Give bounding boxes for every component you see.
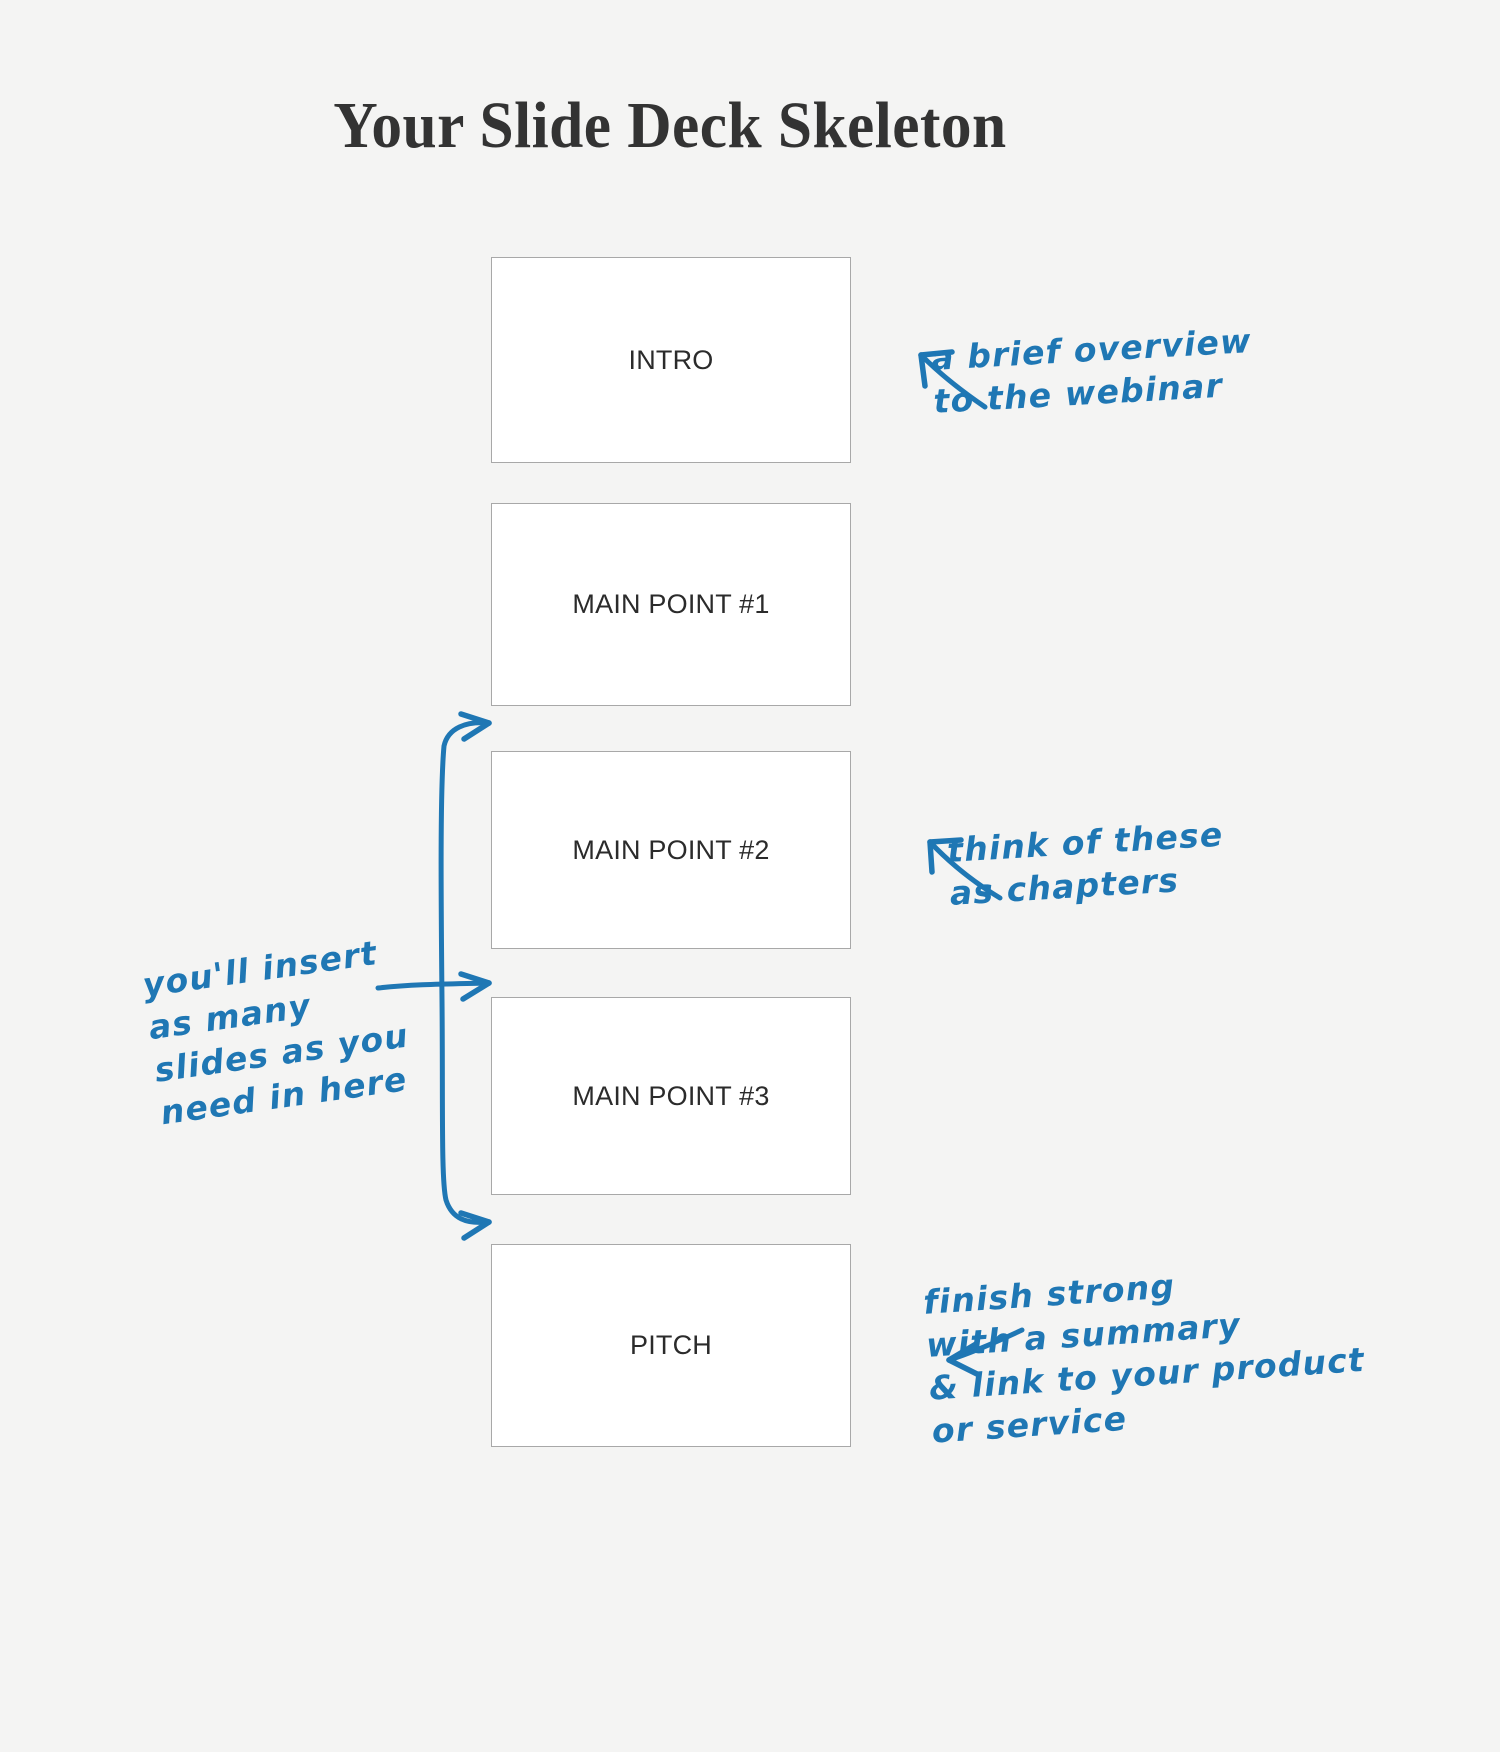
slide-label-main-point-3: MAIN POINT #3 (572, 1080, 770, 1111)
slide-box-pitch[interactable]: PITCH (491, 1244, 851, 1447)
annotation-pitch-text: finish strong with a summary & link to y… (922, 1266, 1367, 1451)
slide-box-intro[interactable]: INTRO (491, 257, 851, 463)
slide-box-main-point-2[interactable]: MAIN POINT #2 (491, 751, 851, 949)
arrow-to-pitch-icon (946, 1327, 1025, 1377)
annotation-intro-text: a brief overview to the webinar (930, 321, 1253, 421)
arrow-to-intro-icon (918, 349, 988, 410)
annotation-insert-slides-text: you'll insert as many slides as you need… (140, 933, 412, 1133)
bracket-middle-slides (375, 711, 492, 1241)
slide-box-main-point-1[interactable]: MAIN POINT #1 (491, 503, 851, 706)
annotation-chapters-text: think of these as chapters (946, 814, 1225, 913)
slide-label-main-point-2: MAIN POINT #2 (572, 834, 770, 865)
slide-label-main-point-1: MAIN POINT #1 (572, 589, 770, 619)
slide-label-pitch: PITCH (630, 1330, 712, 1360)
slide-label-intro: INTRO (628, 344, 714, 375)
slide-box-main-point-3[interactable]: MAIN POINT #3 (491, 997, 851, 1195)
page-title: Your Slide Deck Skeleton (333, 89, 1007, 162)
arrow-to-main-point-2-icon (927, 837, 1003, 901)
